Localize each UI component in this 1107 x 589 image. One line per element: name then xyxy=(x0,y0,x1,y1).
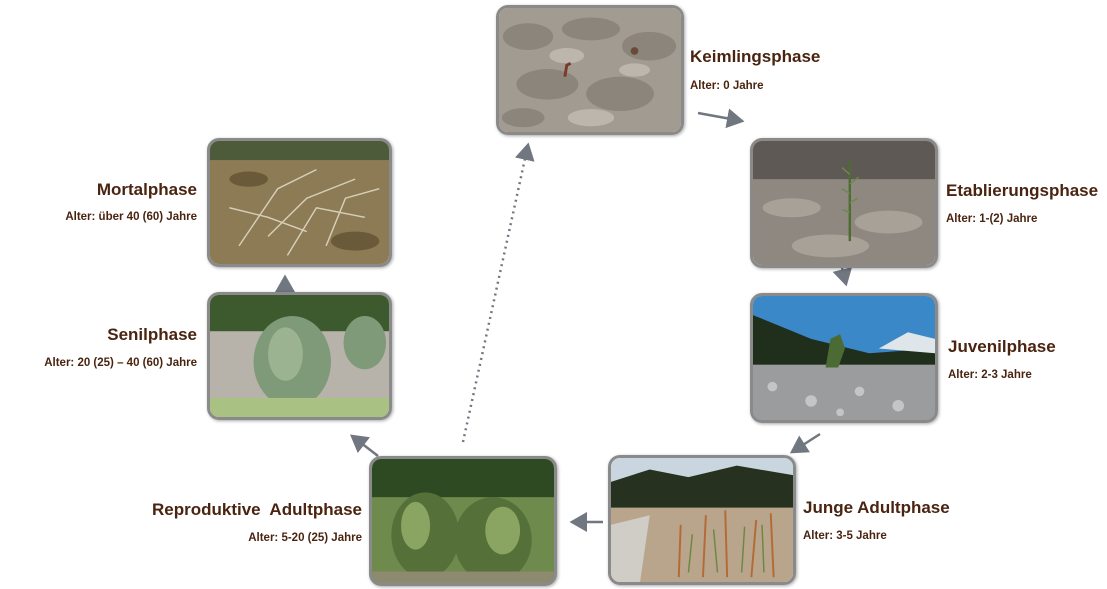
photo-senilphase xyxy=(207,292,392,420)
photo-reproduktive-adultphase xyxy=(369,456,557,586)
arrow-juvenil-to-junge-adult xyxy=(792,434,820,452)
stage-age-reproduktive-adultphase: Alter: 5-20 (25) Jahre xyxy=(248,532,362,544)
stage-age-keimlingsphase: Alter: 0 Jahre xyxy=(690,80,764,92)
photo-juvenilphase xyxy=(750,293,938,423)
stage-age-etablierungsphase: Alter: 1-(2) Jahre xyxy=(946,213,1037,225)
photo-etablierungsphase xyxy=(750,138,938,268)
stage-title-etablierungsphase: Etablierungsphase xyxy=(946,181,1098,201)
stage-title-senilphase: Senilphase xyxy=(107,325,197,345)
stage-title-juvenilphase: Juvenilphase xyxy=(948,337,1056,357)
photo-keimlingsphase xyxy=(496,5,684,135)
stage-age-senilphase: Alter: 20 (25) – 40 (60) Jahre xyxy=(44,357,197,369)
photo-junge-adultphase xyxy=(608,455,796,585)
stage-age-juvenilphase: Alter: 2-3 Jahre xyxy=(948,369,1032,381)
arrow-reproduktiv-to-senil xyxy=(352,436,378,456)
stage-title-junge-adultphase: Junge Adultphase xyxy=(803,498,950,518)
photo-mortalphase xyxy=(207,138,392,267)
stage-title-reproduktive-adultphase: Reproduktive Adultphase xyxy=(152,500,362,520)
stage-age-junge-adultphase: Alter: 3-5 Jahre xyxy=(803,530,887,542)
stage-title-keimlingsphase: Keimlingsphase xyxy=(690,47,820,67)
arrow-etablierung-to-juvenil xyxy=(842,268,846,284)
stage-age-mortalphase: Alter: über 40 (60) Jahre xyxy=(65,211,197,223)
arrow-keimling-to-etablierung xyxy=(698,113,742,121)
stage-title-mortalphase: Mortalphase xyxy=(97,180,197,200)
arrow-reproduktiv-to-keimling-dotted xyxy=(463,145,528,442)
